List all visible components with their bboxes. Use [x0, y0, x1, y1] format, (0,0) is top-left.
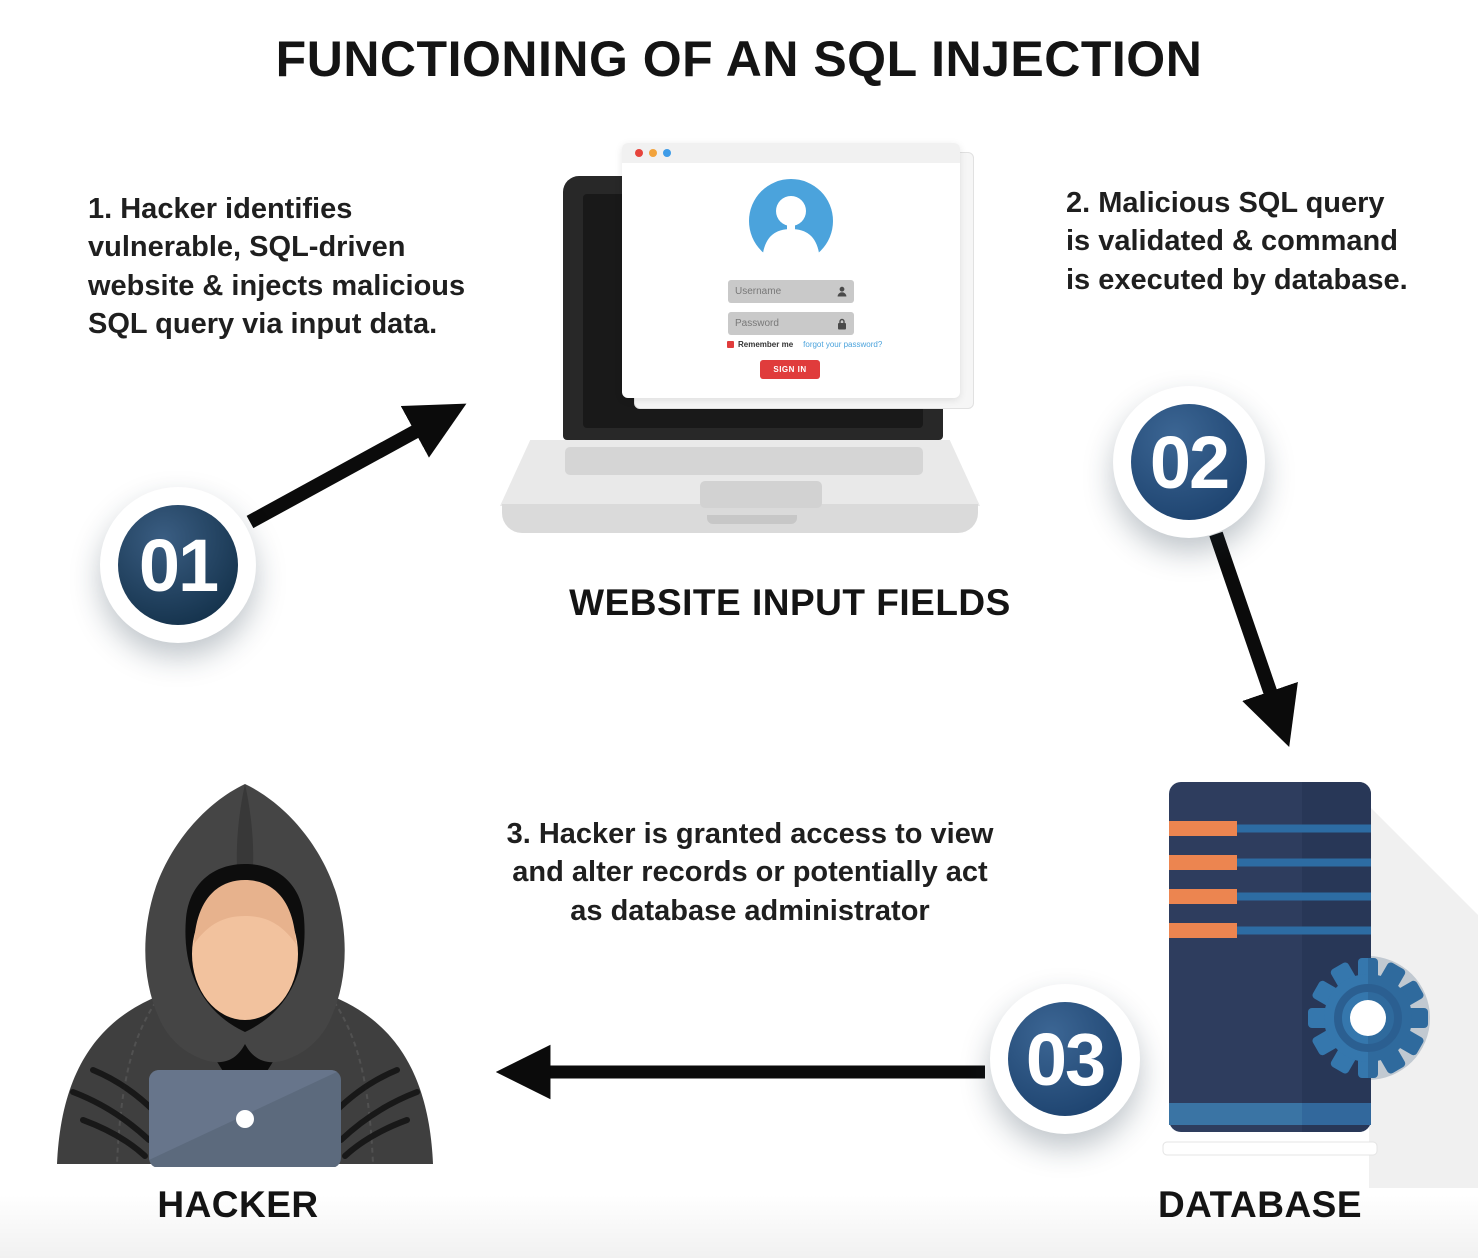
- password-placeholder: Password: [735, 318, 779, 329]
- lock-icon: [838, 318, 846, 329]
- remember-me-checkbox[interactable]: [727, 341, 734, 348]
- hacker-illustration: [57, 784, 433, 1167]
- user-icon: [837, 286, 847, 297]
- step-1-description: 1. Hacker identifies vulnerable, SQL-dri…: [88, 193, 466, 340]
- password-input[interactable]: Password: [728, 312, 854, 335]
- remember-me-label: Remember me: [738, 340, 794, 349]
- browser-title-bar: [622, 143, 960, 163]
- user-avatar-icon: [749, 179, 833, 263]
- hacker-label: HACKER: [88, 1184, 388, 1226]
- step-badge-01-number: 01: [118, 505, 238, 625]
- username-input[interactable]: Username: [728, 280, 854, 303]
- database-label: DATABASE: [1110, 1184, 1410, 1226]
- laptop-keyboard-area: [565, 447, 923, 475]
- arrow-step2-to-database: [1209, 531, 1298, 748]
- window-maximize-icon[interactable]: [663, 149, 671, 157]
- window-minimize-icon[interactable]: [649, 149, 657, 157]
- page-bottom-shading: [0, 1194, 1478, 1258]
- laptop-touchpad: [700, 481, 822, 508]
- gear-icon: [1308, 956, 1430, 1080]
- database-illustration: [1162, 782, 1478, 1188]
- drive-bars: [1169, 821, 1237, 938]
- username-placeholder: Username: [735, 286, 782, 297]
- step-2-description: 2. Malicious SQL query is validated & co…: [1066, 187, 1408, 296]
- laptop-base-notch: [707, 515, 797, 524]
- arrow-step1-to-website: [246, 403, 467, 529]
- forgot-password-link[interactable]: forgot your password?: [803, 340, 883, 349]
- hacker-laptop: [149, 1070, 341, 1167]
- remember-me-row: Remember me forgot your password?: [727, 340, 882, 349]
- step-badge-03: 03: [990, 984, 1140, 1134]
- sign-in-button[interactable]: SIGN IN: [760, 360, 820, 379]
- step-badge-03-number: 03: [1008, 1002, 1122, 1116]
- page-title: FUNCTIONING OF AN SQL INJECTION: [275, 31, 1203, 87]
- window-close-icon[interactable]: [635, 149, 643, 157]
- step-3-description: 3. Hacker is granted access to view and …: [506, 818, 994, 927]
- step-badge-02-number: 02: [1131, 404, 1247, 520]
- website-input-fields-label: WEBSITE INPUT FIELDS: [569, 582, 1011, 623]
- step-badge-01: 01: [100, 487, 256, 643]
- browser-window: Username Password Remember me forgot you…: [622, 143, 960, 398]
- step-badge-02: 02: [1113, 386, 1265, 538]
